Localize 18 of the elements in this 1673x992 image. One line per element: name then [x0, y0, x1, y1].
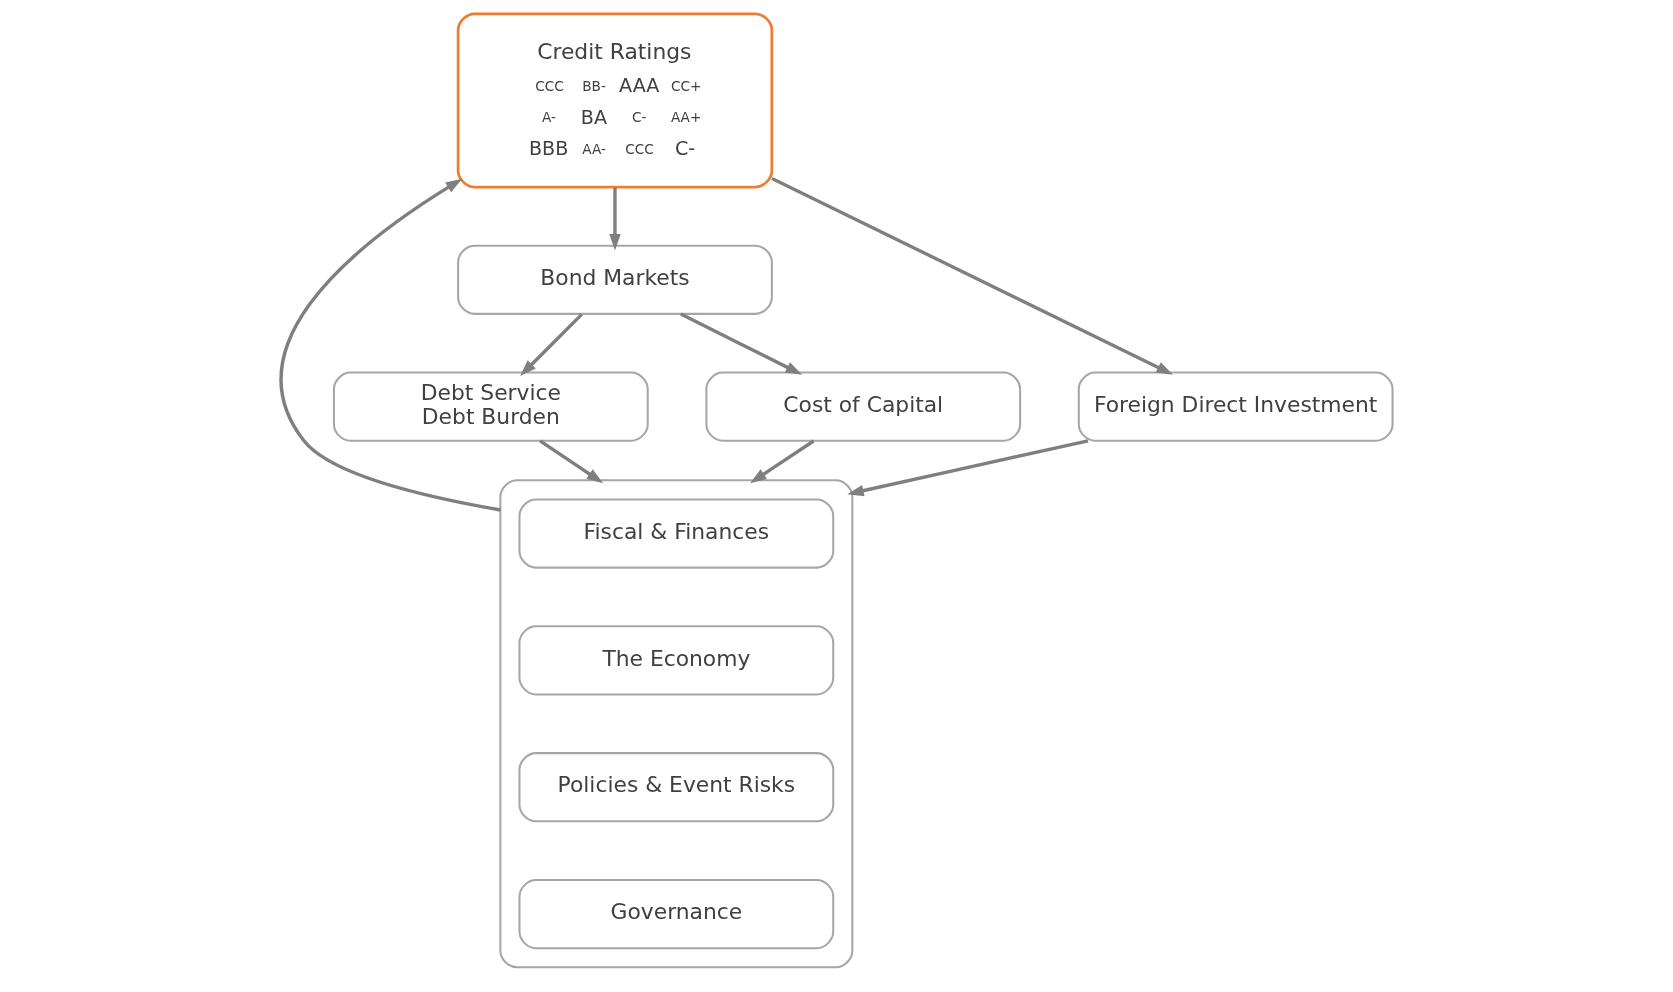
- node-box: Policies & Event Risks: [518, 752, 835, 823]
- arrow: [680, 312, 803, 375]
- arrow: [520, 313, 583, 376]
- node-box: Cost of Capital: [705, 371, 1022, 442]
- cluster: [499, 479, 854, 969]
- arrow: [750, 439, 815, 484]
- node-box: The Economy: [518, 625, 835, 696]
- node-box: Debt Service Debt Burden: [332, 371, 649, 442]
- arrow: [847, 439, 1089, 497]
- node-box: Bond Markets: [457, 244, 773, 315]
- arrow: [771, 177, 1173, 375]
- node-box: Foreign Direct Investment: [1077, 371, 1394, 442]
- node-box: Credit Ratings CCC BB- AAA CC+ A- BA C- AA+ BBB AA- CCC C-: [456, 12, 774, 189]
- node-box: Fiscal & Finances: [518, 498, 835, 569]
- arrow: [279, 178, 501, 512]
- node-box: Governance: [518, 879, 835, 950]
- arrow: [539, 439, 604, 484]
- arrow: [609, 187, 621, 251]
